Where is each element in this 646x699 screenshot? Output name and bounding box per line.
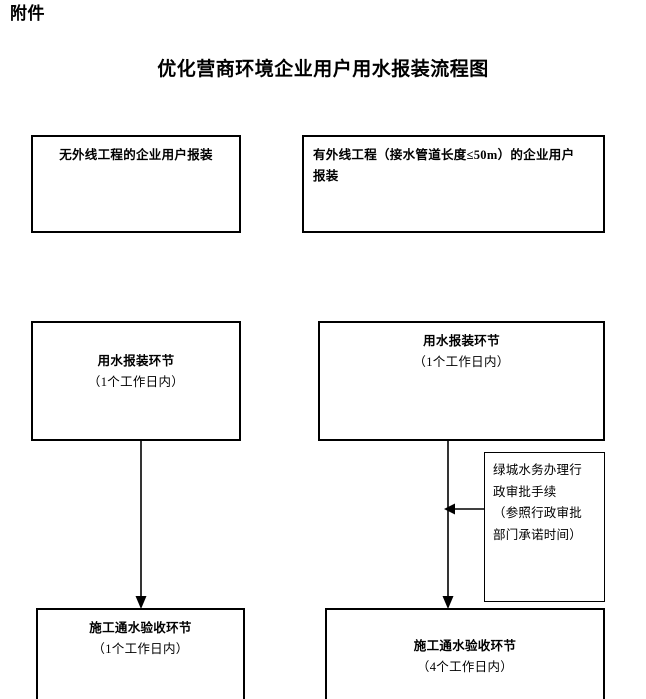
node-apply-left-line-1: 用水报装环节 (97, 354, 175, 368)
node-start-right: 有外线工程（接水管道长度≤50m）的企业用户 报装 (302, 135, 605, 233)
node-accept-right-line-1: 施工通水验收环节 (413, 639, 517, 653)
approval-note-line-1: 绿城水务办理行 (493, 463, 582, 477)
node-apply-right: 用水报装环节 （1个工作日内） (318, 321, 605, 441)
node-accept-left-line-2: （1个工作日内） (92, 642, 189, 656)
approval-note-line-3: （参照行政审批 (493, 506, 582, 520)
page-title: 优化营商环境企业用户用水报装流程图 (157, 59, 489, 80)
node-start-left-line-1: 无外线工程的企业用户报装 (59, 148, 213, 162)
connector-note-left-arrow (440, 501, 486, 517)
node-accept-left: 施工通水验收环节 （1个工作日内） (36, 608, 245, 699)
connector-right-down-arrow (437, 440, 461, 612)
node-apply-right-line-1: 用水报装环节 (423, 334, 500, 348)
node-apply-right-line-2: （1个工作日内） (413, 355, 510, 369)
node-apply-left: 用水报装环节 （1个工作日内） (31, 321, 241, 441)
attachment-label: 附件 (10, 4, 45, 23)
node-start-left: 无外线工程的企业用户报装 (31, 135, 241, 233)
node-approval-note: 绿城水务办理行 政审批手续 （参照行政审批 部门承诺时间） (484, 452, 605, 602)
node-apply-left-line-2: （1个工作日内） (87, 375, 185, 389)
node-accept-right-line-2: （4个工作日内） (416, 660, 514, 674)
node-accept-right: 施工通水验收环节 （4个工作日内） (325, 608, 605, 699)
approval-note-line-4: 部门承诺时间） (493, 527, 582, 542)
node-start-right-line-1: 有外线工程（接水管道长度≤50m）的企业用户 (313, 148, 575, 162)
node-start-right-line-2: 报装 (313, 169, 339, 183)
connector-left-down-arrow (130, 440, 154, 612)
node-accept-left-line-1: 施工通水验收环节 (89, 621, 192, 635)
approval-note-line-2: 政审批手续 (493, 484, 557, 499)
